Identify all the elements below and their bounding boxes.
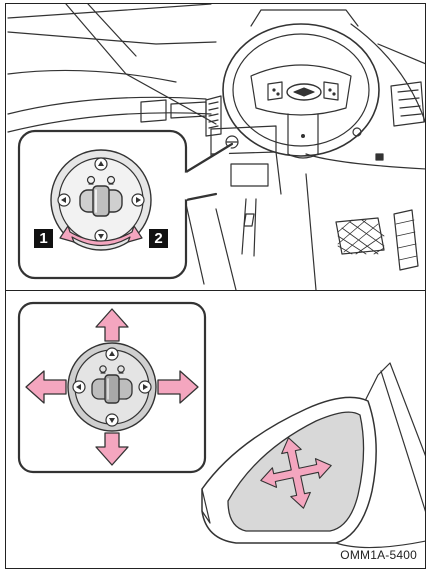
- adjust-up-indicator: [95, 158, 107, 170]
- dashboard-right: [351, 24, 425, 160]
- pedals: [336, 210, 418, 270]
- dashboard-illustration: [6, 4, 425, 290]
- mirror-switch-closeup-icon: [68, 343, 156, 431]
- dashboard-panel: 1 2: [6, 4, 425, 290]
- adjust-left-indicator: [73, 381, 85, 393]
- a-pillar-lines: [8, 4, 216, 124]
- mirror-adjust-illustration: [6, 291, 425, 570]
- mirror-adjustment-figure: 1 2: [5, 3, 426, 569]
- figure-code: OMM1A-5400: [340, 548, 417, 562]
- step-2-marker: 2: [149, 229, 168, 248]
- adjust-up-indicator: [106, 348, 118, 360]
- step-1-marker: 1: [34, 229, 53, 248]
- adjust-left-indicator: [58, 194, 70, 206]
- step-1-label: 1: [39, 230, 47, 247]
- door-mirror-icon: [202, 363, 425, 548]
- steering-wheel-icon: [223, 24, 379, 158]
- step-2-label: 2: [154, 230, 162, 247]
- adjust-down-indicator: [106, 414, 118, 426]
- mirror-adjust-panel: [6, 291, 425, 570]
- adjust-right-indicator: [132, 194, 144, 206]
- adjust-right-indicator: [139, 381, 151, 393]
- adjust-down-indicator: [95, 230, 107, 242]
